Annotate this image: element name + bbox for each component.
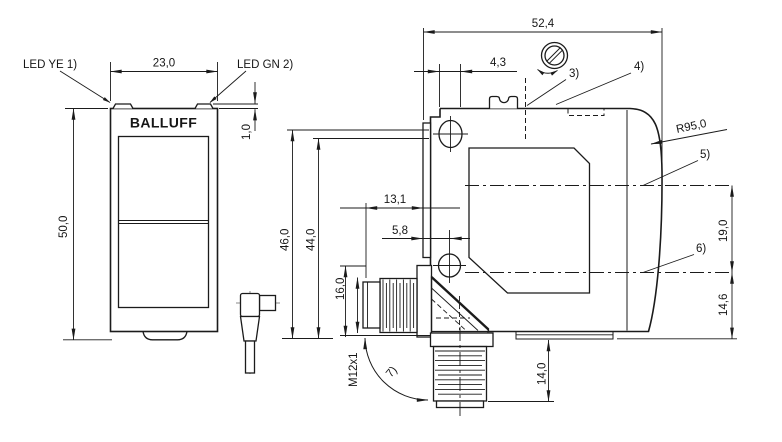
dim-height-inner-label: 44,0	[306, 229, 318, 251]
callout-5-leader	[642, 160, 699, 186]
callout-4-leader	[555, 72, 632, 105]
elbow-connector-icon	[236, 291, 280, 374]
dim-axis-to-bottom-label: 14,6	[718, 294, 730, 316]
front-view: BALLUFF 23,0 50,0 LED YE 1) LED GN 2)	[23, 58, 293, 341]
dim-led-height-label: 1,0	[241, 124, 253, 140]
dimension-front-width: 23,0	[110, 58, 218, 101]
thread-label: M12x1	[348, 352, 360, 387]
brand-logo: BALLUFF	[130, 115, 197, 131]
side-view: 3) 4)	[280, 18, 737, 416]
led-yellow-label: LED YE 1)	[23, 59, 77, 71]
dimension-hole-to-face: 5,8	[382, 225, 470, 241]
mounting-hole-top	[433, 116, 468, 152]
callout-3-label: 3)	[569, 68, 579, 80]
adjuster-screw-icon	[537, 41, 569, 76]
dim-front-height-label: 50,0	[58, 216, 70, 238]
dimension-axis-spacing: 19,0	[718, 185, 734, 273]
top-clip	[488, 95, 519, 109]
dimension-height-outer: 46,0	[280, 129, 429, 339]
dimension-conn-length: 14,0	[488, 339, 554, 402]
dimension-depth: 52,4	[423, 18, 663, 172]
callout-3-leader	[526, 79, 567, 106]
dimension-conn-to-face: 13,1	[340, 194, 460, 278]
callout-6-leader	[642, 254, 695, 273]
dimension-height-inner: 44,0	[306, 138, 429, 339]
side-optical-window	[468, 147, 591, 294]
m12-connector-horizontal	[362, 264, 433, 338]
led-green-leader	[209, 70, 247, 103]
led-yellow-window	[112, 103, 134, 109]
m12-threads-horizontal	[382, 279, 415, 332]
dimension-led-height: 1,0	[213, 82, 258, 140]
dim-axis-spacing-label: 19,0	[718, 220, 730, 242]
dim-hole-offset-label: 4,3	[490, 57, 506, 69]
dovetail-strip	[515, 331, 614, 340]
front-body-outline	[109, 107, 219, 333]
callout-5-label: 5)	[700, 149, 710, 161]
dim-conn-length-label: 14,0	[537, 363, 549, 385]
dimension-axis-to-bottom: 14,6	[617, 272, 737, 340]
dim-conn-to-face-label: 13,1	[384, 194, 406, 206]
led-green-label: LED GN 2)	[237, 59, 293, 71]
dimension-flange-height: 16,0	[335, 265, 430, 338]
led-green-window	[194, 103, 214, 109]
rotation-arc	[363, 337, 429, 402]
dimension-hole-offset: 4,3	[414, 57, 517, 107]
dim-radius-label: R95,0	[675, 118, 708, 136]
callout-4-label: 4)	[634, 61, 644, 73]
dim-height-outer-label: 46,0	[280, 229, 292, 251]
elbow-bracket	[430, 275, 490, 333]
front-plate	[422, 122, 432, 259]
dim-flange-height-label: 16,0	[335, 278, 347, 300]
m12-connector-vertical	[429, 327, 494, 416]
mounting-hole-bottom	[433, 230, 466, 283]
led-yellow-leader	[59, 70, 111, 103]
feature-4-hidden-edge	[567, 108, 605, 116]
front-optical-window	[117, 135, 210, 309]
dim-hole-to-face-label: 5,8	[392, 225, 408, 237]
dim-front-width-label: 23,0	[153, 58, 175, 70]
callout-6-label: 6)	[696, 243, 706, 255]
mounting-tab	[142, 331, 188, 341]
dimension-thread: M12x1	[348, 277, 360, 387]
callout-7-label: 7)	[384, 364, 400, 380]
dim-depth-label: 52,4	[532, 18, 555, 30]
side-body-outline	[440, 107, 663, 333]
dimension-front-height: 50,0	[58, 108, 112, 341]
